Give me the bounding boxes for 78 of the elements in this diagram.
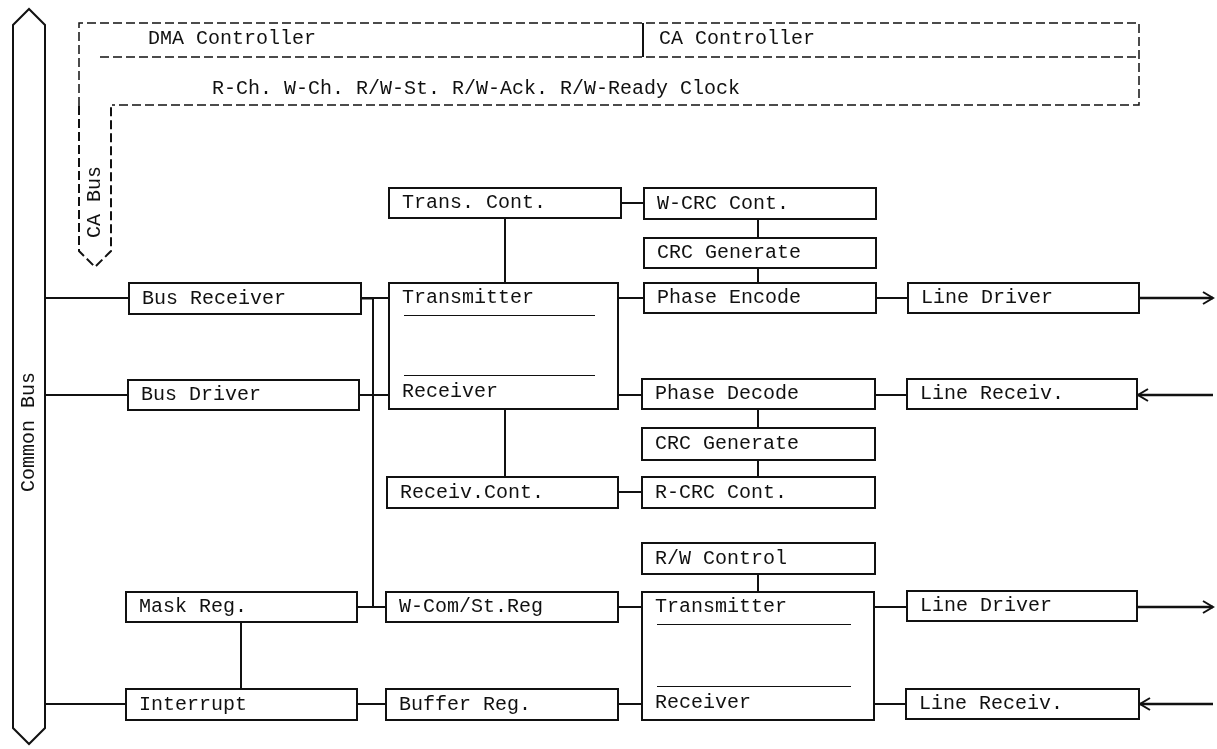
block-box — [643, 187, 877, 220]
block-label: R-CRC Cont. — [655, 480, 788, 505]
port-label: Transmitter — [655, 595, 788, 619]
block-label: Buffer Reg. — [399, 692, 532, 717]
connector-line — [504, 218, 506, 283]
block-box — [907, 282, 1140, 314]
connector-line — [240, 622, 242, 689]
connector-line — [357, 703, 386, 705]
connector-line — [618, 606, 642, 608]
controller-label: DMA Controller — [148, 27, 317, 51]
port-label: Receiver — [655, 691, 751, 715]
block-box — [641, 476, 876, 509]
block-label: Line Receiv. — [919, 692, 1064, 716]
connector-line — [45, 703, 126, 705]
chip-box — [641, 591, 875, 721]
port-label: Receiver — [402, 380, 498, 404]
connector-line — [757, 268, 759, 283]
connector-line — [45, 394, 128, 396]
block-box — [641, 427, 876, 461]
block-box — [125, 591, 358, 623]
block-label: Bus Driver — [141, 383, 262, 407]
block-box — [125, 688, 358, 721]
block-label: CRC Generate — [655, 432, 800, 456]
controller-label: CA Controller — [659, 27, 816, 51]
block-box — [906, 378, 1138, 410]
block-label: Line Driver — [921, 286, 1054, 310]
block-label: R/W Control — [655, 546, 788, 571]
block-label: CRC Generate — [657, 241, 802, 265]
port-label: Transmitter — [402, 286, 535, 310]
block-box — [643, 282, 877, 314]
block-box — [386, 476, 619, 509]
connector-line — [45, 297, 129, 299]
block-label: Line Driver — [920, 594, 1053, 618]
signal-list: R-Ch. W-Ch. R/W-St. R/W-Ack. R/W-Ready Clock — [212, 77, 741, 101]
connector-line — [357, 606, 386, 608]
chip-box — [388, 282, 619, 410]
block-label: W-CRC Cont. — [657, 191, 790, 216]
block-label: Receiv.Cont. — [400, 480, 545, 505]
connector-line — [504, 409, 506, 477]
block-box — [385, 688, 619, 721]
bus-label: Common Bus — [17, 371, 41, 492]
connector-line — [359, 394, 389, 396]
block-box — [641, 542, 876, 575]
connector-line — [757, 574, 759, 592]
block-box — [388, 187, 622, 219]
connector-line — [874, 703, 906, 705]
connector-line — [757, 219, 759, 238]
block-box — [128, 282, 362, 315]
connector-line — [874, 606, 907, 608]
connector-line — [618, 297, 644, 299]
block-label: Trans. Cont. — [402, 191, 547, 215]
block-box — [641, 378, 876, 410]
block-box — [385, 591, 619, 623]
connector-line — [618, 394, 642, 396]
block-box — [127, 379, 360, 411]
block-box — [643, 237, 877, 269]
connector-line — [618, 703, 642, 705]
block-label: W-Com/St.Reg — [399, 595, 544, 619]
block-label: Interrupt — [139, 692, 248, 717]
connector-line — [618, 491, 642, 493]
connector-line — [361, 297, 389, 299]
arrow — [1138, 600, 1214, 614]
connector-line — [876, 297, 908, 299]
arrow — [1140, 291, 1214, 305]
block-label: Bus Receiver — [142, 286, 287, 311]
block-label: Line Receiv. — [920, 382, 1065, 406]
connector-line — [757, 409, 759, 428]
connector-line — [757, 460, 759, 477]
block-label: Phase Encode — [657, 286, 802, 310]
block-label: Mask Reg. — [139, 595, 248, 619]
block-box — [905, 688, 1140, 720]
connector-line — [621, 202, 644, 204]
block-box — [906, 590, 1138, 622]
connector-line — [875, 394, 907, 396]
block-label: Phase Decode — [655, 382, 800, 406]
arrow — [1137, 388, 1213, 402]
arrow — [1139, 697, 1213, 711]
bus-label: CA Bus — [83, 166, 107, 238]
